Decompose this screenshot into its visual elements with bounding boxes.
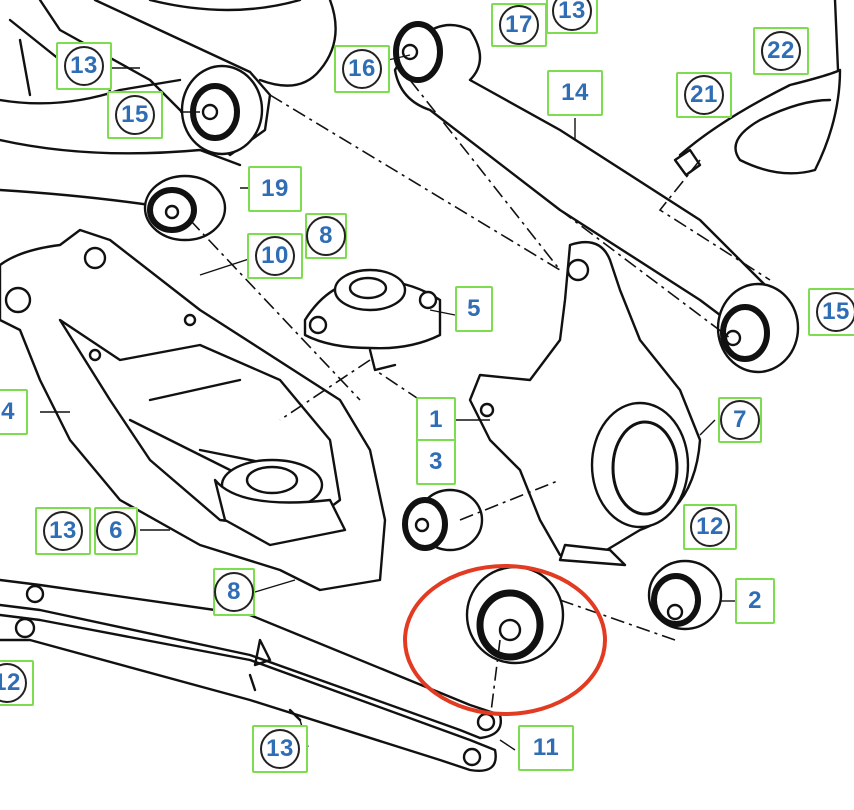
callout-8-lower: 8 — [213, 568, 255, 616]
callout-1: 1 — [416, 397, 456, 443]
callout-12: 12 — [683, 504, 737, 550]
callout-7: 7 — [718, 397, 762, 443]
callout-15-right: 15 — [808, 288, 854, 336]
bushing-19 — [143, 174, 227, 242]
callout-15: 15 — [107, 91, 163, 139]
callout-13-left: 13 — [35, 507, 91, 555]
callout-17: 17 — [491, 3, 547, 47]
callout-22: 22 — [753, 27, 809, 75]
callout-19: 19 — [248, 166, 302, 212]
callout-10: 10 — [247, 233, 303, 279]
callout-13-bottom: 13 — [252, 725, 308, 773]
abs-sensor-cable — [678, 68, 842, 175]
bushing-15-right — [716, 282, 800, 374]
lower-lateral-link-13 — [0, 578, 502, 740]
callout-13: 13 — [56, 42, 112, 90]
callout-16: 16 — [334, 45, 390, 93]
highlight-ring — [403, 564, 607, 716]
toe-link-12 — [0, 613, 497, 772]
callout-2: 2 — [735, 578, 775, 624]
callout-12-left: 12 — [0, 660, 34, 706]
callout-11: 11 — [518, 725, 574, 771]
callout-4: 4 — [0, 389, 28, 435]
callout-21: 21 — [676, 72, 732, 118]
callout-14: 14 — [547, 70, 603, 116]
callout-13-top: 13 — [546, 0, 598, 34]
callout-3: 3 — [416, 439, 456, 485]
callout-5: 5 — [455, 286, 493, 332]
callout-6: 6 — [94, 507, 138, 555]
callout-8: 8 — [305, 213, 347, 259]
upper-housing — [148, 0, 337, 87]
